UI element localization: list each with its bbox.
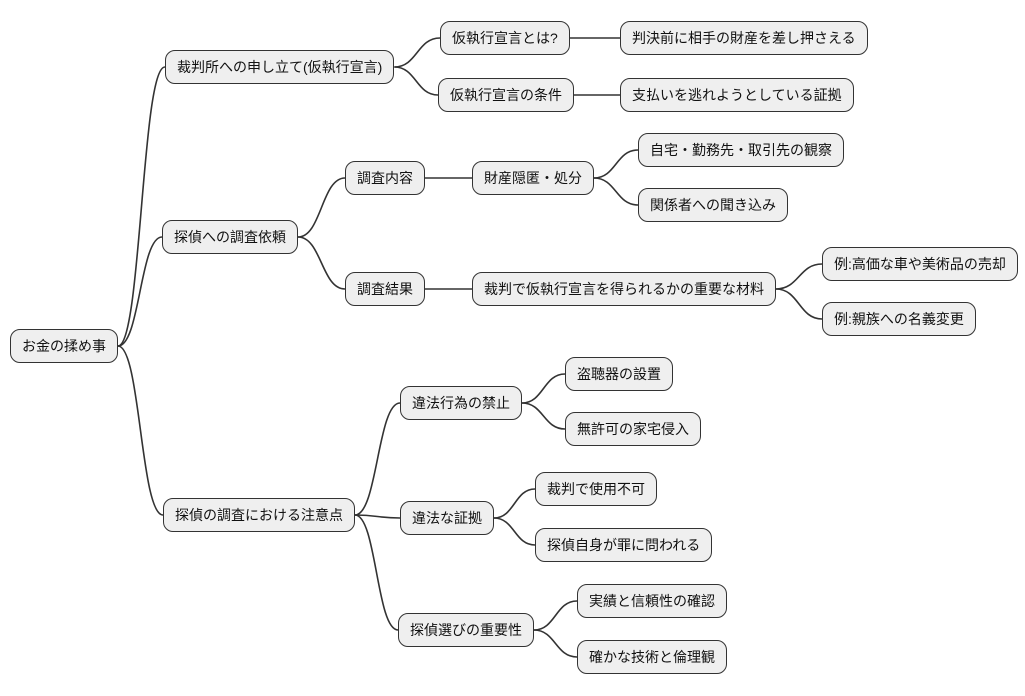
mindmap-node-asset-concealment: 財産隠匿・処分 (472, 161, 594, 195)
mindmap-node-ex-name-change: 例:親族への名義変更 (822, 302, 976, 336)
mindmap-node-trespassing: 無許可の家宅侵入 (565, 412, 701, 446)
edge-root-to-caution-points (117, 345, 164, 516)
mindmap-node-observation: 自宅・勤務先・取引先の観察 (638, 133, 844, 167)
edge-detective-selection-to-skill-ethics (533, 629, 578, 658)
mindmap-node-wiretapping: 盗聴器の設置 (565, 357, 673, 391)
mindmap-node-interviews: 関係者への聞き込み (638, 188, 788, 222)
mindmap-node-evidence-of-evasion: 支払いを逃れようとしている証拠 (620, 78, 854, 112)
edge-caution-points-to-illegal-evidence (354, 514, 401, 519)
edge-root-to-detective-request (117, 236, 163, 347)
mindmap-node-unusable-in-court: 裁判で使用不可 (535, 472, 657, 506)
mindmap-node-root: お金の揉め事 (10, 329, 118, 363)
edge-asset-concealment-to-interviews (593, 177, 639, 206)
edge-court-petition-to-what-is-ped (394, 37, 441, 68)
edge-court-material-to-ex-name-change (775, 288, 823, 320)
edge-court-petition-to-ped-conditions (394, 66, 439, 96)
mindmap-node-survey-content: 調査内容 (345, 161, 425, 195)
edge-illegal-acts-ban-to-wiretapping (521, 373, 566, 404)
edge-caution-points-to-illegal-acts-ban (354, 402, 401, 516)
edge-asset-concealment-to-observation (593, 149, 639, 179)
edge-detective-selection-to-track-record (533, 600, 578, 631)
mindmap-node-detective-liable: 探偵自身が罪に問われる (535, 528, 713, 562)
edge-detective-request-to-survey-result (297, 236, 346, 290)
mindmap-node-court-material: 裁判で仮執行宣言を得られるかの重要な材料 (472, 272, 776, 306)
mindmap-node-illegal-acts-ban: 違法行為の禁止 (400, 386, 522, 420)
mindmap-node-seize-before-judgment: 判決前に相手の財産を差し押さえる (620, 21, 868, 55)
edge-illegal-acts-ban-to-trespassing (521, 402, 566, 430)
mindmap-node-what-is-ped: 仮執行宣言とは? (440, 21, 570, 55)
edge-court-material-to-ex-car-art-sale (775, 263, 823, 290)
edge-illegal-evidence-to-unusable-in-court (493, 488, 536, 519)
mindmap-node-caution-points: 探偵の調査における注意点 (163, 498, 355, 532)
mindmap-node-ex-car-art-sale: 例:高価な車や美術品の売却 (822, 247, 1018, 281)
edge-detective-request-to-survey-content (297, 177, 346, 238)
edge-root-to-court-petition (117, 66, 166, 347)
mindmap-node-survey-result: 調査結果 (345, 272, 425, 306)
mindmap-node-ped-conditions: 仮執行宣言の条件 (438, 78, 574, 112)
mindmap-node-detective-request: 探偵への調査依頼 (162, 220, 298, 254)
mindmap-node-detective-selection: 探偵選びの重要性 (398, 613, 534, 647)
mindmap-node-court-petition: 裁判所への申し立て(仮執行宣言) (165, 50, 395, 84)
mindmap-node-skill-ethics: 確かな技術と倫理観 (577, 640, 727, 674)
edge-caution-points-to-detective-selection (354, 514, 399, 631)
mindmap-node-track-record: 実績と信頼性の確認 (577, 584, 727, 618)
edge-illegal-evidence-to-detective-liable (493, 517, 536, 546)
mindmap-node-illegal-evidence: 違法な証拠 (400, 501, 494, 535)
